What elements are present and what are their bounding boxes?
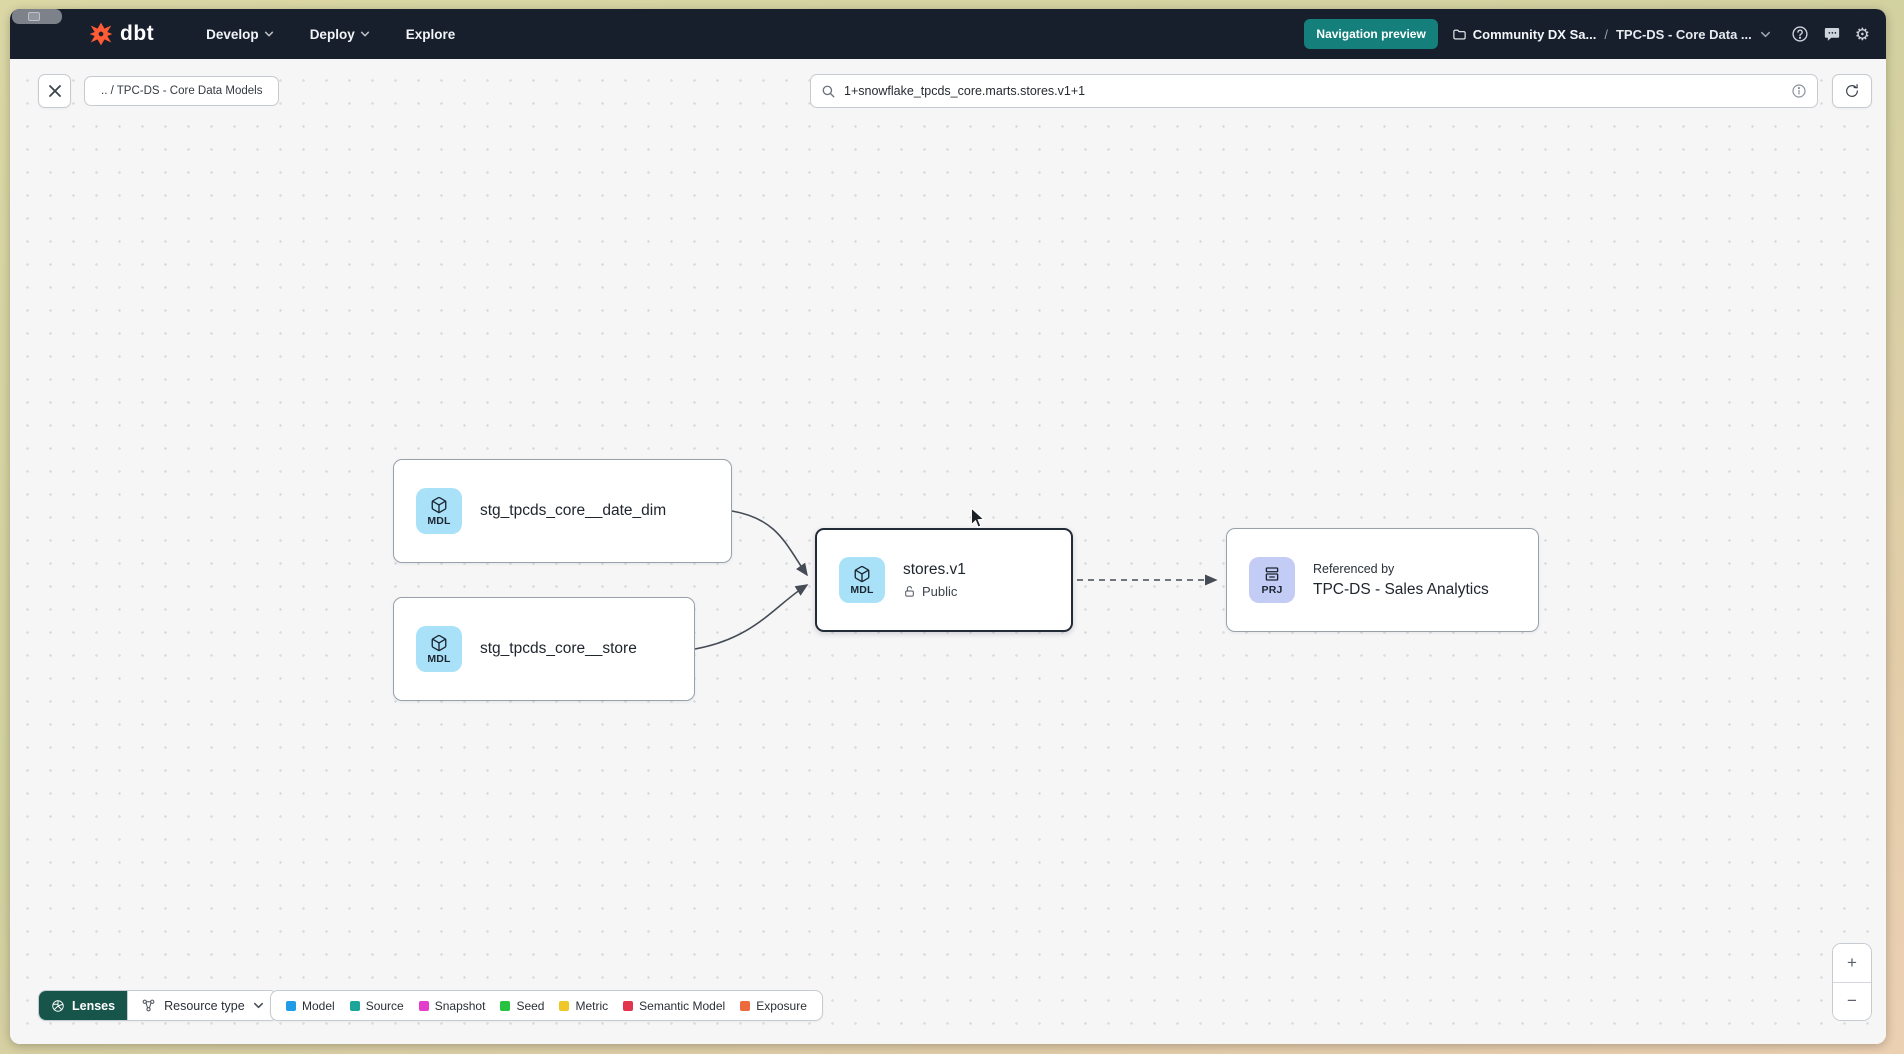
screen-share-tab	[12, 9, 62, 24]
resource-type-label: Resource type	[164, 999, 245, 1013]
menu-item-develop[interactable]: Develop	[206, 27, 274, 42]
legend-swatch	[623, 1001, 633, 1011]
badge-label: PRJ	[1261, 584, 1282, 596]
menu-item-explore[interactable]: Explore	[406, 27, 456, 42]
legend-label: Model	[302, 999, 335, 1013]
model-cube-icon	[853, 565, 871, 583]
navbar-icon-group: ⚙	[1791, 25, 1870, 43]
legend-label: Metric	[575, 999, 608, 1013]
breadcrumb-project[interactable]: Community DX Sa...	[1452, 27, 1597, 42]
legend-label: Source	[366, 999, 404, 1013]
chevron-down-icon	[360, 29, 370, 39]
model-badge: MDL	[839, 557, 885, 603]
search-icon	[821, 84, 836, 99]
legend-swatch	[559, 1001, 569, 1011]
legend-label: Seed	[516, 999, 544, 1013]
settings-gear-icon[interactable]: ⚙	[1855, 26, 1870, 43]
node-text: Referenced by TPC-DS - Sales Analytics	[1313, 562, 1489, 599]
badge-label: MDL	[427, 653, 450, 665]
model-cube-icon	[430, 496, 448, 514]
legend-swatch	[740, 1001, 750, 1011]
lineage-selector-input[interactable]	[844, 84, 1783, 98]
access-label: Public	[922, 584, 957, 599]
legend-item-semantic-model: Semantic Model	[623, 999, 725, 1013]
lens-controls: Lenses Resource type	[38, 990, 278, 1021]
help-icon[interactable]	[1791, 25, 1809, 43]
chevron-down-icon	[253, 1000, 264, 1011]
legend-item-model: Model	[286, 999, 335, 1013]
dbt-logo-text: dbt	[120, 22, 154, 46]
legend-item-source: Source	[350, 999, 404, 1013]
menu-item-label: Deploy	[310, 27, 355, 42]
refresh-lineage-button[interactable]	[1832, 74, 1872, 108]
node-label: stg_tpcds_core__date_dim	[480, 502, 666, 520]
node-access: Public	[903, 584, 966, 599]
menu-item-deploy[interactable]: Deploy	[310, 27, 370, 42]
legend-swatch	[286, 1001, 296, 1011]
badge-label: MDL	[850, 584, 873, 596]
lens-aperture-icon	[51, 999, 65, 1013]
resource-type-legend: Model Source Snapshot Seed Metric Semant…	[270, 990, 823, 1021]
legend-swatch	[350, 1001, 360, 1011]
chevron-down-icon	[264, 29, 274, 39]
resource-type-icon	[141, 998, 156, 1013]
lenses-label: Lenses	[72, 999, 115, 1013]
resource-type-button[interactable]: Resource type	[127, 991, 277, 1020]
lineage-node-stores-v1[interactable]: MDL stores.v1 Public	[815, 528, 1073, 632]
model-cube-icon	[430, 634, 448, 652]
top-navbar: dbt Develop Deploy Explore Navigation pr…	[10, 9, 1886, 59]
model-badge: MDL	[416, 488, 462, 534]
breadcrumb-project-label: Community DX Sa...	[1473, 27, 1597, 42]
legend-label: Exposure	[756, 999, 807, 1013]
legend-swatch	[500, 1001, 510, 1011]
zoom-in-button[interactable]: +	[1833, 944, 1871, 983]
project-badge: PRJ	[1249, 557, 1295, 603]
navigation-preview-button[interactable]: Navigation preview	[1304, 19, 1437, 49]
node-label: TPC-DS - Sales Analytics	[1313, 581, 1489, 599]
lineage-path-chip[interactable]: .. / TPC-DS - Core Data Models	[84, 76, 279, 106]
legend-item-metric: Metric	[559, 999, 608, 1013]
legend-label: Snapshot	[435, 999, 486, 1013]
dbt-explorer-window: dbt Develop Deploy Explore Navigation pr…	[10, 9, 1886, 1044]
navbar-right: Navigation preview Community DX Sa... / …	[1304, 19, 1870, 49]
screen-share-tab-icon	[28, 12, 40, 21]
legend-item-exposure: Exposure	[740, 999, 807, 1013]
model-badge: MDL	[416, 626, 462, 672]
menu-item-label: Develop	[206, 27, 259, 42]
node-label: stg_tpcds_core__store	[480, 640, 637, 658]
info-icon[interactable]	[1791, 83, 1807, 99]
lock-open-icon	[903, 585, 916, 598]
legend-label: Semantic Model	[639, 999, 725, 1013]
dbt-logo-icon	[88, 21, 114, 47]
breadcrumb: Community DX Sa... / TPC-DS - Core Data …	[1452, 27, 1771, 42]
breadcrumb-page[interactable]: TPC-DS - Core Data ...	[1616, 27, 1752, 42]
badge-label: MDL	[427, 515, 450, 527]
legend-item-seed: Seed	[500, 999, 544, 1013]
legend-item-snapshot: Snapshot	[419, 999, 486, 1013]
menu-item-label: Explore	[406, 27, 456, 42]
lineage-node-stg-tpcds-core-date-dim[interactable]: MDL stg_tpcds_core__date_dim	[393, 459, 732, 563]
dbt-logo[interactable]: dbt	[88, 21, 154, 47]
lenses-button[interactable]: Lenses	[39, 991, 127, 1020]
lineage-node-stg-tpcds-core-store[interactable]: MDL stg_tpcds_core__store	[393, 597, 695, 701]
lineage-search-bar	[810, 74, 1818, 108]
feedback-icon[interactable]	[1823, 25, 1841, 43]
project-stack-icon	[1263, 565, 1281, 583]
lineage-node-tpcds-sales-analytics[interactable]: PRJ Referenced by TPC-DS - Sales Analyti…	[1226, 528, 1539, 632]
refresh-icon	[1844, 83, 1860, 99]
legend-swatch	[419, 1001, 429, 1011]
zoom-out-button[interactable]: −	[1833, 983, 1871, 1021]
close-lineage-button[interactable]	[38, 74, 71, 108]
chevron-down-icon[interactable]	[1760, 29, 1771, 40]
node-text: stores.v1 Public	[903, 561, 966, 599]
close-icon	[48, 84, 62, 98]
referenced-by-label: Referenced by	[1313, 562, 1489, 576]
zoom-controls: + −	[1832, 943, 1872, 1021]
folder-icon	[1452, 27, 1467, 42]
node-label: stores.v1	[903, 561, 966, 579]
breadcrumb-separator: /	[1604, 27, 1608, 42]
main-menu: Develop Deploy Explore	[206, 27, 455, 42]
